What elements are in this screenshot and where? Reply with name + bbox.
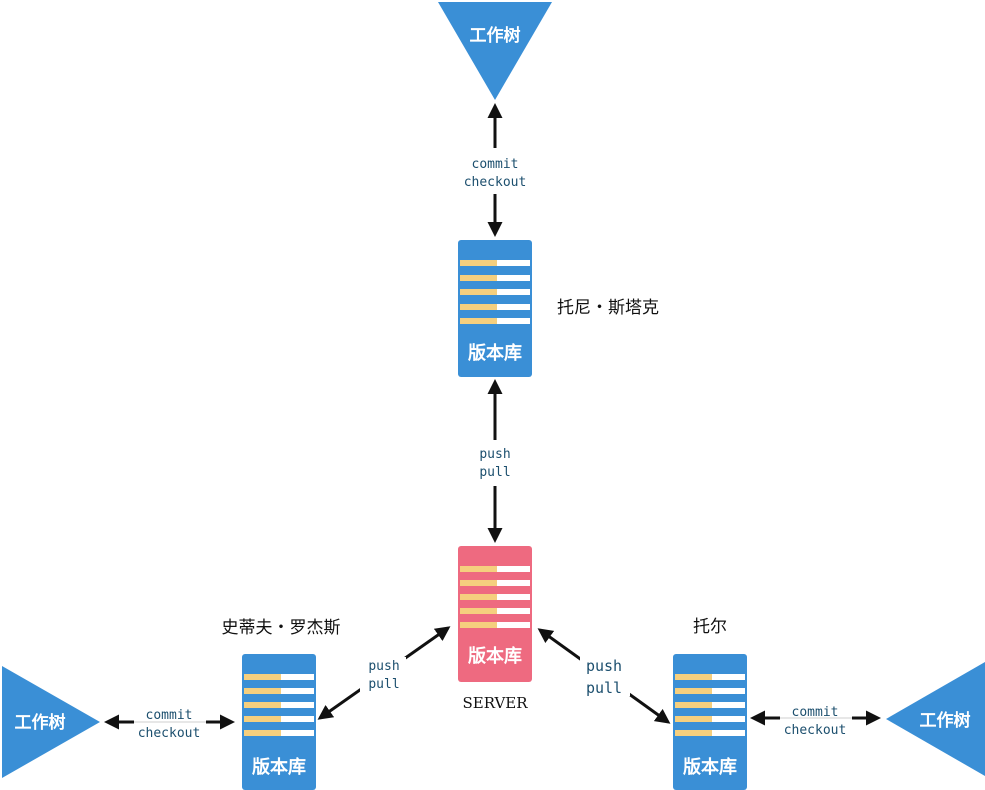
right-pull-label: pull bbox=[586, 679, 622, 697]
repo-top-label: 版本库 bbox=[468, 342, 522, 364]
worktree-right: 工作树 bbox=[886, 662, 985, 776]
repo-server-stripes bbox=[460, 566, 530, 628]
worktree-top: 工作树 bbox=[438, 2, 552, 100]
repo-right-label: 版本库 bbox=[683, 756, 737, 778]
worktree-left-triangle bbox=[2, 666, 100, 778]
worktree-top-label: 工作树 bbox=[470, 25, 521, 46]
repo-top-stripes bbox=[460, 260, 530, 324]
top-push-label: push bbox=[479, 447, 510, 462]
worktree-right-triangle bbox=[886, 662, 985, 776]
left-checkout-label: checkout bbox=[138, 726, 201, 741]
repo-left-label: 版本库 bbox=[252, 756, 306, 778]
person-right-name: 托尔 bbox=[693, 617, 727, 637]
worktree-left-label: 工作树 bbox=[15, 712, 66, 733]
worktree-right-label: 工作树 bbox=[920, 710, 971, 731]
repo-left: 版本库 bbox=[242, 654, 316, 790]
arrow-left-push-pull: push pull bbox=[317, 626, 451, 720]
arrow-right-push-pull: push pull bbox=[537, 628, 671, 724]
right-checkout-label: checkout bbox=[784, 723, 847, 738]
arrow-top-push-pull: push pull bbox=[479, 379, 511, 543]
left-pull-label: pull bbox=[368, 677, 399, 692]
repo-server-label: 版本库 bbox=[468, 645, 522, 667]
arrow-left-commit-checkout: commit checkout bbox=[104, 708, 235, 741]
person-top-name: 托尼・斯塔克 bbox=[557, 298, 659, 318]
repo-server: 版本库 bbox=[458, 546, 532, 682]
repo-right-stripes bbox=[675, 674, 745, 736]
server-caption: SERVER bbox=[462, 694, 528, 712]
worktree-top-triangle bbox=[438, 2, 552, 100]
person-left-name: 史蒂夫・罗杰斯 bbox=[222, 618, 341, 638]
right-commit-label: commit bbox=[792, 705, 839, 720]
right-push-label: push bbox=[586, 657, 622, 675]
left-commit-label: commit bbox=[146, 708, 193, 723]
arrow-top-commit-checkout: commit checkout bbox=[464, 103, 527, 237]
repo-right: 版本库 bbox=[673, 654, 747, 790]
left-push-label: push bbox=[368, 659, 399, 674]
worktree-left: 工作树 bbox=[2, 666, 100, 778]
top-checkout-label: checkout bbox=[464, 175, 527, 190]
repo-left-stripes bbox=[244, 674, 314, 736]
top-commit-label: commit bbox=[472, 157, 519, 172]
arrow-right-commit-checkout: commit checkout bbox=[750, 704, 881, 738]
repo-top: 版本库 bbox=[458, 240, 532, 377]
top-pull-label: pull bbox=[479, 465, 510, 480]
